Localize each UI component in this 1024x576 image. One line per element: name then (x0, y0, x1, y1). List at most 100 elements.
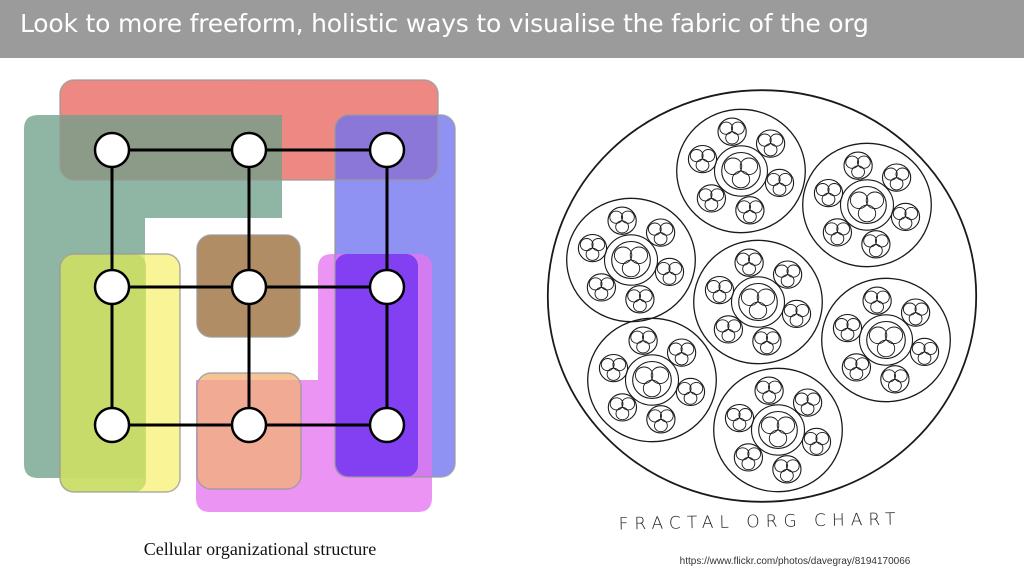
title-bar: Look to more freeform, holistic ways to … (0, 0, 1024, 58)
sketch-circle (720, 122, 733, 134)
sketch-circle (681, 343, 694, 355)
sketch-circle (865, 291, 878, 303)
sketch-circle (699, 189, 712, 201)
sketch-circle (899, 217, 912, 229)
sketch-circle (616, 408, 629, 420)
sketch-circle (915, 303, 928, 315)
node (95, 408, 129, 442)
sketch-circle (622, 260, 639, 277)
sketch-circle (655, 420, 668, 432)
sketch-circle (837, 223, 850, 235)
sketch-circle (614, 247, 631, 264)
sketch-circle (835, 319, 848, 331)
sketch-circle (749, 302, 766, 319)
sketch-circle (893, 207, 906, 219)
sketch-circle (622, 398, 635, 410)
sketch-circle (769, 381, 782, 393)
sketch-circle (903, 303, 916, 315)
sketch-circle (690, 382, 703, 394)
sketch-circle (777, 417, 794, 434)
sketch-circle (912, 342, 925, 354)
sketch-circle (736, 448, 749, 460)
sketch-circle (822, 193, 835, 205)
sketch-circle (601, 278, 614, 290)
sketch-circle (634, 300, 647, 312)
sketch-circle (779, 173, 792, 185)
sketch-circle (610, 211, 623, 223)
sketch-circle (889, 380, 902, 392)
sketch-circle (630, 247, 647, 264)
source-url: https://www.flickr.com/photos/davegray/8… (630, 556, 960, 567)
sketch-circle (769, 430, 786, 447)
sketch-circle (764, 144, 777, 156)
sketch-circle (740, 158, 757, 175)
sketch-circle (743, 263, 756, 275)
sketch-circle (707, 281, 720, 293)
sketch-circle (850, 192, 867, 209)
node (232, 408, 266, 442)
sketch-circle (622, 211, 635, 223)
sketch-circle (726, 132, 739, 144)
sketch-circle (877, 291, 890, 303)
cellular-caption: Cellular organizational structure (70, 539, 450, 560)
sketch-circle (869, 327, 886, 344)
sketch-circle (885, 327, 902, 344)
sketch-circle (678, 382, 691, 394)
sketch-circle (866, 192, 883, 209)
sketch-circle (807, 393, 820, 405)
sketch-circle (732, 122, 745, 134)
node (370, 408, 404, 442)
sketch-circle (852, 166, 865, 178)
sketch-circle (749, 201, 762, 213)
sketch-circle (804, 432, 817, 444)
sketch-circle (663, 272, 676, 284)
sketch-circle (711, 189, 724, 201)
sketch-circle (924, 342, 937, 354)
sketch-circle (831, 233, 844, 245)
node (95, 133, 129, 167)
sketch-circle (896, 168, 909, 180)
sketch-circle (850, 368, 863, 380)
sketch-circle (660, 410, 673, 422)
sketch-circle (737, 253, 750, 265)
sketch-circle (742, 458, 755, 470)
sketch-circle (739, 409, 752, 421)
sketch-circle (724, 158, 741, 175)
sketch-circle (748, 448, 761, 460)
sketch-circle (669, 343, 682, 355)
sketch-circle (864, 235, 877, 247)
sketch-circle (744, 211, 757, 223)
node (370, 133, 404, 167)
sketch-circle (580, 239, 593, 251)
sketch-circle (784, 304, 797, 316)
sketch-circle (766, 332, 779, 344)
sketch-circle (884, 168, 897, 180)
sketch-circle (890, 178, 903, 190)
cellular-structure-diagram (0, 60, 480, 530)
sketch-circle (722, 330, 735, 342)
node (370, 270, 404, 304)
sketch-circle (870, 245, 883, 257)
sketch-circle (669, 262, 682, 274)
sketch-circle (877, 340, 894, 357)
sketch-circle (684, 392, 697, 404)
sketch-circle (871, 301, 884, 313)
sketch-circle (775, 265, 788, 277)
sketch-circle (728, 320, 741, 332)
sketch-circle (761, 417, 778, 434)
sketch-circle (755, 332, 768, 344)
sketch-circle (795, 393, 808, 405)
sketch-circle (657, 262, 670, 274)
node (232, 133, 266, 167)
sketch-circle (648, 223, 661, 235)
sketch-circle (702, 150, 715, 162)
sketch-circle (757, 289, 774, 306)
sketch-circle (767, 173, 780, 185)
fractal-caption: FRACTAL ORG CHART (560, 509, 960, 536)
sketch-circle (918, 352, 931, 364)
sketch-circle (654, 233, 667, 245)
sketch-circle (787, 265, 800, 277)
sketch-circle (719, 281, 732, 293)
fractal-org-chart-sketch (520, 60, 990, 510)
sketch-circle (858, 205, 875, 222)
